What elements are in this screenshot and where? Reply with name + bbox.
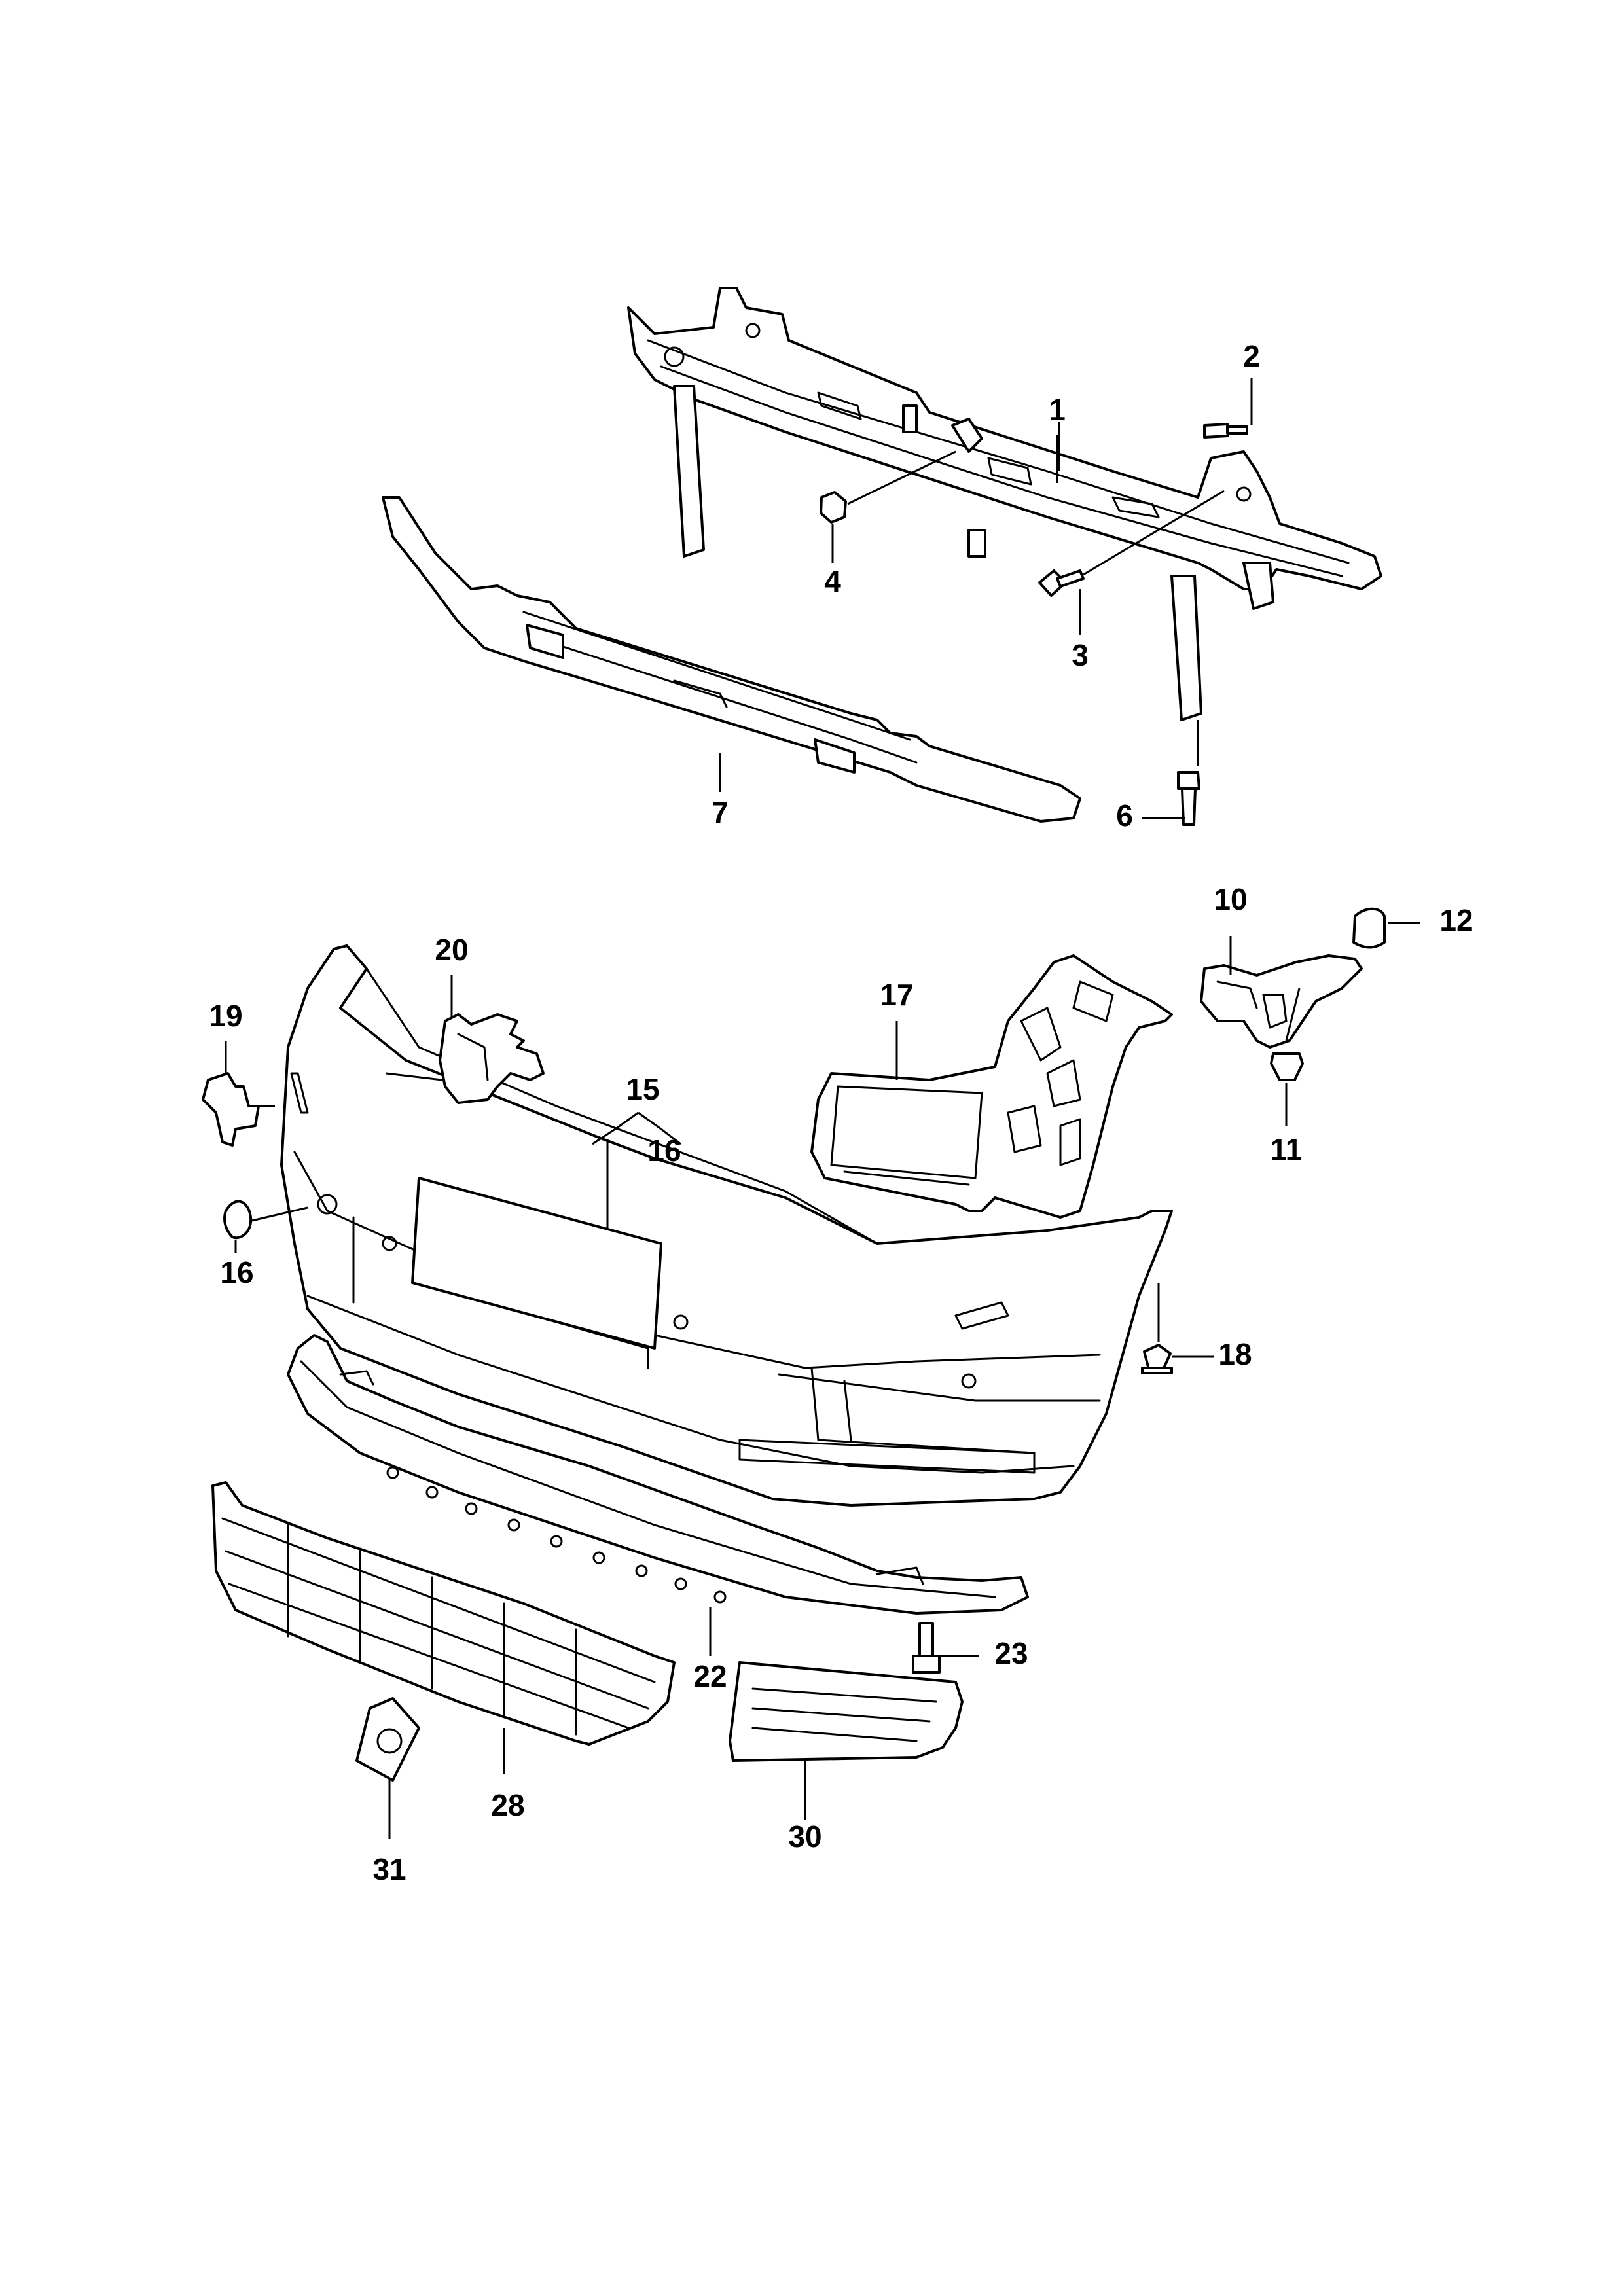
callout-16-a: 16: [647, 1134, 681, 1168]
callout-18: 18: [1218, 1337, 1252, 1371]
bracket-part-10: [1200, 954, 1363, 1049]
callout-4: 4: [824, 564, 841, 598]
stud-part-6: [1177, 771, 1200, 826]
callout-6: 6: [1116, 798, 1133, 833]
grille-trim-part-30: [729, 1661, 964, 1762]
callout-10: 10: [1214, 882, 1247, 916]
callout-30: 30: [788, 1820, 821, 1854]
callout-28: 28: [491, 1788, 524, 1822]
bracket-part-19: [202, 1072, 260, 1147]
bumper-cover: [280, 944, 1173, 1507]
callout-12: 12: [1439, 903, 1473, 937]
callout-15: 15: [626, 1072, 659, 1106]
cap-part-16: [223, 1200, 253, 1240]
callout-31: 31: [372, 1852, 406, 1886]
callout-11: 11: [1271, 1132, 1303, 1166]
callout-7: 7: [712, 795, 729, 829]
callout-2: 2: [1243, 339, 1260, 373]
callout-19: 19: [209, 999, 242, 1033]
reinforcement-bar: [627, 287, 1382, 721]
callout-17: 17: [880, 978, 913, 1012]
side-bracket-part-17: [810, 954, 1173, 1219]
bolt-part-2: [1203, 423, 1248, 439]
energy-absorber: [382, 496, 1081, 823]
nut-part-4: [820, 491, 847, 524]
lower-trim-part-22: [287, 1334, 1029, 1615]
guide-part-20: [439, 1013, 545, 1104]
bolt-part-3: [1038, 569, 1085, 597]
plate-part-31: [355, 1697, 420, 1782]
callout-23: 23: [994, 1636, 1028, 1670]
callout-3: 3: [1072, 638, 1089, 672]
callout-20: 20: [435, 933, 468, 967]
clip-part-11: [1270, 1052, 1304, 1081]
callout-1: 1: [1049, 393, 1066, 427]
lower-grille-part-28: [211, 1481, 676, 1746]
bolt-part-18: [1141, 1344, 1173, 1374]
leader-lines: [225, 378, 1420, 1839]
callout-16-b: 16: [220, 1255, 253, 1289]
cap-part-12: [1352, 907, 1386, 949]
clip-part-23: [912, 1622, 941, 1674]
callouts: 1 2 3 4 6 7 10 11 12 15 16 16 17 18 19 2…: [209, 339, 1473, 1886]
callout-22: 22: [693, 1659, 727, 1693]
